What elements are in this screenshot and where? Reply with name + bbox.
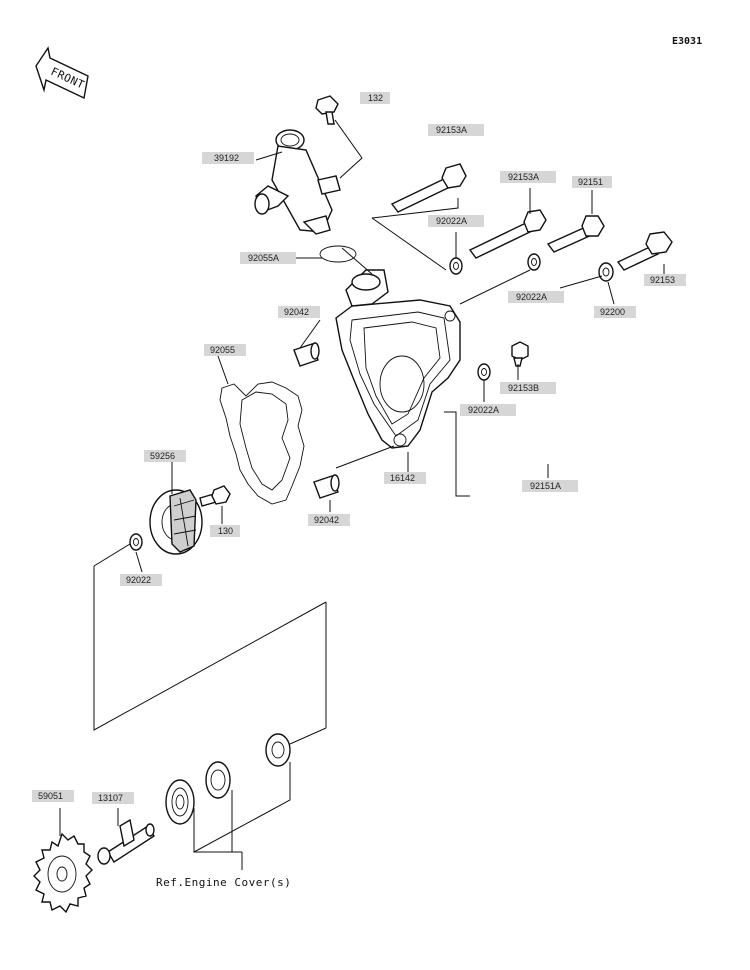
svg-text:92022: 92022: [126, 575, 151, 585]
part-label-16142[interactable]: 16142: [384, 472, 426, 484]
svg-text:92151: 92151: [578, 177, 603, 187]
reference-note: Ref.Engine Cover(s): [156, 876, 291, 889]
part-label-92055a[interactable]: 92055A: [240, 252, 296, 264]
washer-92022a-middle-icon: [527, 253, 541, 271]
svg-text:92042: 92042: [284, 307, 309, 317]
part-label-92055[interactable]: 92055: [204, 344, 246, 356]
svg-text:92153B: 92153B: [508, 383, 539, 393]
washer-92200-icon: [598, 262, 614, 282]
svg-text:92042: 92042: [314, 515, 339, 525]
svg-text:92200: 92200: [600, 307, 625, 317]
water-pipe-39192-icon: [254, 129, 341, 235]
bolt-92151-icon: [546, 215, 605, 253]
oil-seal-icon: [205, 761, 231, 799]
washer-92022a-upper-icon: [449, 257, 463, 275]
dowel-pin-92042-upper-icon: [293, 342, 320, 367]
part-label-92022a-lower[interactable]: 92022A: [460, 404, 516, 416]
svg-text:92153A: 92153A: [508, 172, 539, 182]
part-label-130[interactable]: 130: [210, 525, 240, 537]
part-label-92153[interactable]: 92153: [644, 274, 686, 286]
washer-92022a-lower-icon: [477, 363, 491, 381]
part-label-92153b[interactable]: 92153B: [500, 382, 556, 394]
part-label-92151a[interactable]: 92151A: [522, 480, 578, 492]
bolt-92153a-short-icon: [468, 209, 547, 259]
bolt-92153-icon: [616, 231, 673, 271]
svg-text:130: 130: [218, 526, 233, 536]
bolt-130-icon: [199, 485, 231, 507]
part-label-92042-lower[interactable]: 92042: [308, 514, 350, 526]
part-label-59051[interactable]: 59051: [32, 790, 74, 802]
diagram-code: E3031: [672, 36, 702, 47]
mechanical-seal-icon: [265, 733, 291, 767]
part-label-92153a-lower[interactable]: 92153A: [500, 171, 556, 183]
impeller-59256-icon: [149, 489, 203, 555]
o-ring-92055a-icon: [319, 245, 357, 263]
part-label-92022[interactable]: 92022: [120, 574, 162, 586]
svg-text:59256: 59256: [150, 451, 175, 461]
pump-gear-59051-icon: [33, 832, 93, 914]
svg-text:92055: 92055: [210, 345, 235, 355]
bolt-132-icon: [315, 95, 339, 125]
svg-text:16142: 16142: [390, 473, 415, 483]
part-label-13107[interactable]: 13107: [92, 792, 134, 804]
part-label-132[interactable]: 132: [360, 92, 390, 104]
part-label-92022a-upper[interactable]: 92022A: [428, 215, 484, 227]
part-label-39192[interactable]: 39192: [202, 152, 254, 164]
bolt-92153a-long-icon: [390, 163, 467, 213]
part-label-92042-upper[interactable]: 92042: [278, 306, 320, 318]
svg-text:39192: 39192: [214, 153, 239, 163]
front-arrow-icon: FRONT: [35, 46, 89, 100]
dowel-pin-92042-lower-icon: [313, 474, 340, 499]
part-label-59256[interactable]: 59256: [144, 450, 186, 462]
part-label-92151[interactable]: 92151: [572, 176, 612, 188]
part-label-92022a-middle[interactable]: 92022A: [508, 291, 564, 303]
svg-text:92055A: 92055A: [248, 253, 279, 263]
gasket-92055-icon: [219, 381, 305, 505]
washer-92022-icon: [129, 533, 143, 551]
svg-text:92153: 92153: [650, 275, 675, 285]
svg-text:92022A: 92022A: [468, 405, 499, 415]
svg-text:92151A: 92151A: [530, 481, 561, 491]
part-label-92200[interactable]: 92200: [594, 306, 636, 318]
svg-text:92153A: 92153A: [436, 125, 467, 135]
part-label-92153a-upper[interactable]: 92153A: [428, 124, 484, 136]
svg-text:59051: 59051: [38, 791, 63, 801]
bearing-icon: [165, 779, 195, 825]
svg-text:92022A: 92022A: [516, 292, 547, 302]
svg-text:92022A: 92022A: [436, 216, 467, 226]
svg-text:132: 132: [368, 93, 383, 103]
bolt-92153b-icon: [511, 341, 529, 367]
pump-shaft-13107-icon: [97, 818, 155, 865]
water-pump-cover-16142-icon: [335, 269, 461, 449]
leader-lines: [59, 119, 665, 870]
svg-text:13107: 13107: [98, 793, 123, 803]
